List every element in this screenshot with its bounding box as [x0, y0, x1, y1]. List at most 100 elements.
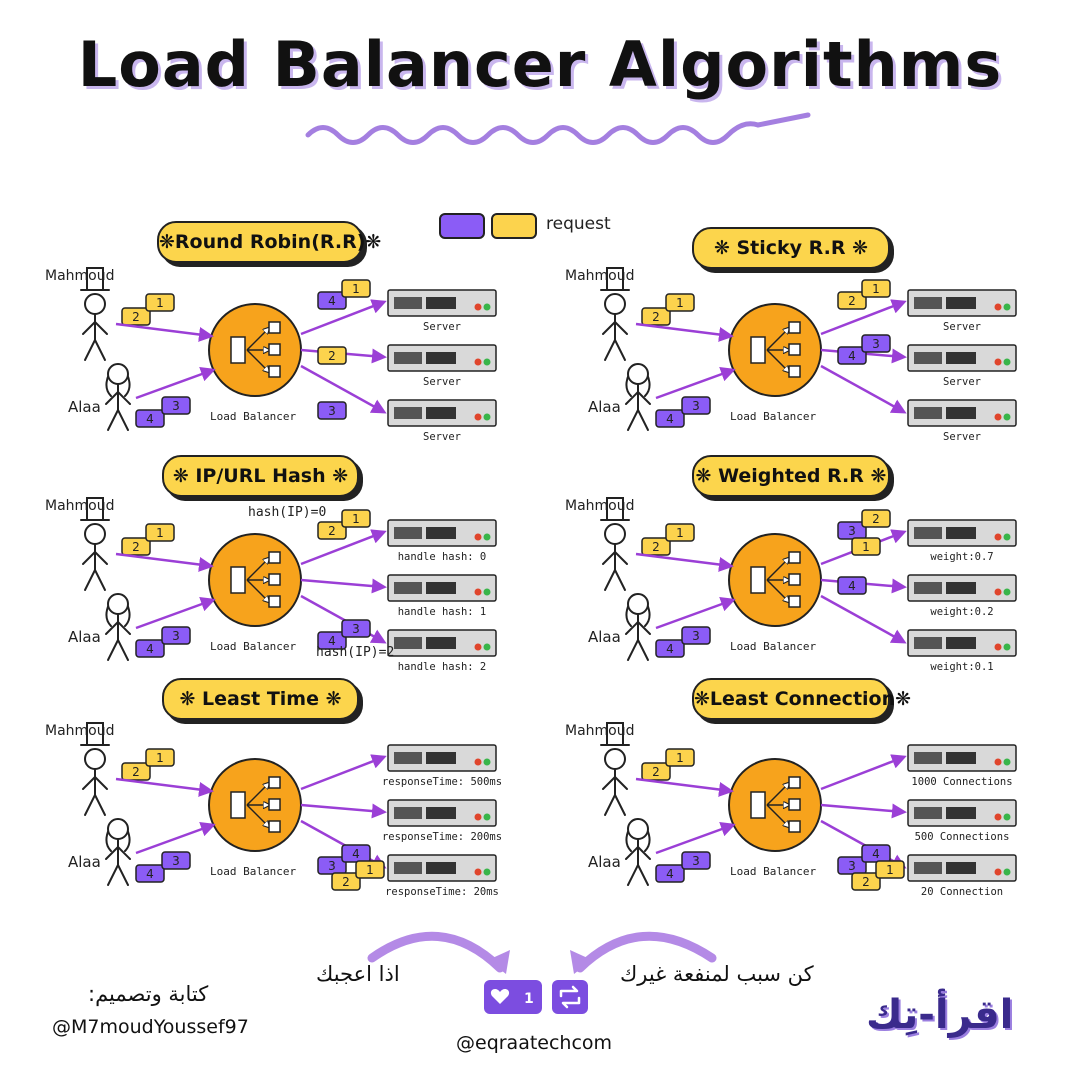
request-arrow	[115, 777, 214, 797]
server-label: Server	[943, 321, 981, 333]
request-number: 3	[352, 622, 360, 636]
request-number: 2	[872, 512, 880, 526]
request-chip: 3	[341, 619, 371, 638]
request-number: 1	[352, 282, 360, 296]
mahmoud-figure	[600, 497, 630, 591]
client-name-mahmoud: Mahmoud	[45, 268, 115, 284]
request-arrow	[820, 364, 907, 414]
server-label: handle hash: 2	[398, 661, 487, 673]
server-label: responseTime: 20ms	[385, 886, 499, 898]
request-chip: 1	[145, 748, 175, 767]
request-number: 1	[156, 296, 164, 310]
credit-handle[interactable]: @M7moudYoussef97	[52, 1016, 249, 1038]
request-chip: 4	[317, 291, 347, 310]
request-number: 4	[848, 349, 856, 363]
mahmoud-figure	[80, 497, 110, 591]
request-chip: 1	[665, 523, 695, 542]
site-handle[interactable]: @eqraatechcom	[456, 1032, 613, 1054]
section-title: ❋ Least Time ❋	[162, 678, 359, 720]
request-chip: 4	[341, 844, 371, 863]
section-title: ❋ IP/URL Hash ❋	[162, 455, 359, 497]
server-label: Server	[943, 431, 981, 443]
request-chip: 3	[161, 626, 191, 645]
load-balancer-label: Load Balancer	[210, 410, 296, 423]
load-balancer-icon	[728, 303, 822, 397]
server-icon	[387, 519, 497, 547]
request-number: 3	[172, 399, 180, 413]
hash-annotation: hash(IP)=0	[248, 505, 326, 520]
request-chip: 3	[681, 626, 711, 645]
section-title: ❋Round Robin(R.R)❋	[157, 221, 381, 263]
share-curve-arrow	[575, 931, 717, 973]
request-number: 1	[156, 526, 164, 540]
request-arrow	[820, 803, 907, 819]
like-badge[interactable]: 1	[484, 980, 542, 1014]
server-icon	[907, 629, 1017, 657]
server-label: handle hash: 0	[398, 551, 487, 563]
request-arrow	[635, 552, 734, 572]
request-number: 3	[172, 854, 180, 868]
request-chip: 2	[121, 762, 151, 781]
request-chip: 2	[641, 307, 671, 326]
request-chip: 3	[317, 401, 347, 420]
request-number: 2	[132, 540, 140, 554]
request-number: 3	[848, 524, 856, 538]
server-label: weight:0.1	[930, 661, 993, 673]
request-chip: 1	[851, 537, 881, 556]
request-number: 4	[146, 642, 154, 656]
request-number: 4	[328, 634, 336, 648]
request-chip: 3	[681, 851, 711, 870]
request-arrow	[300, 299, 387, 336]
load-balancer-label: Load Balancer	[730, 640, 816, 653]
server-label: 20 Connection	[921, 886, 1003, 898]
request-arrow	[635, 777, 734, 797]
request-chip: 4	[837, 576, 867, 595]
request-chip: 2	[317, 346, 347, 365]
legend-yellow-box	[491, 213, 537, 239]
client-name-mahmoud: Mahmoud	[45, 723, 115, 739]
request-chip: 2	[317, 521, 347, 540]
server-icon	[387, 574, 497, 602]
server-label: weight:0.2	[930, 606, 993, 618]
server-label: weight:0.7	[930, 551, 993, 563]
section-title: ❋ Sticky R.R ❋	[692, 227, 890, 269]
request-chip: 2	[121, 307, 151, 326]
server-icon	[387, 289, 497, 317]
load-balancer-icon	[208, 533, 302, 627]
server-icon	[387, 799, 497, 827]
request-chip: 1	[355, 860, 385, 879]
load-balancer-icon	[728, 758, 822, 852]
request-chip: 3	[161, 396, 191, 415]
request-chip: 4	[317, 631, 347, 650]
load-balancer-label: Load Balancer	[210, 865, 296, 878]
request-arrow	[115, 322, 214, 342]
request-chip: 4	[861, 844, 891, 863]
server-icon	[907, 399, 1017, 427]
request-chip: 1	[341, 279, 371, 298]
request-chip: 1	[665, 748, 695, 767]
request-chip: 3	[317, 856, 347, 875]
request-number: 4	[146, 412, 154, 426]
request-chip: 3	[861, 334, 891, 353]
request-number: 1	[156, 751, 164, 765]
request-number: 2	[848, 294, 856, 308]
request-arrow	[300, 529, 387, 566]
request-chip: 1	[145, 293, 175, 312]
retweet-icon[interactable]	[552, 980, 588, 1014]
server-label: responseTime: 200ms	[382, 831, 502, 843]
server-icon	[387, 744, 497, 772]
client-name-alaa: Alaa	[68, 398, 101, 416]
server-icon	[907, 574, 1017, 602]
alaa-figure	[105, 818, 131, 886]
request-chip: 2	[851, 872, 881, 891]
mahmoud-figure	[80, 722, 110, 816]
client-name-mahmoud: Mahmoud	[45, 498, 115, 514]
server-label: responseTime: 500ms	[382, 776, 502, 788]
title-underline	[305, 112, 811, 145]
request-number: 4	[352, 847, 360, 861]
load-balancer-label: Load Balancer	[730, 410, 816, 423]
